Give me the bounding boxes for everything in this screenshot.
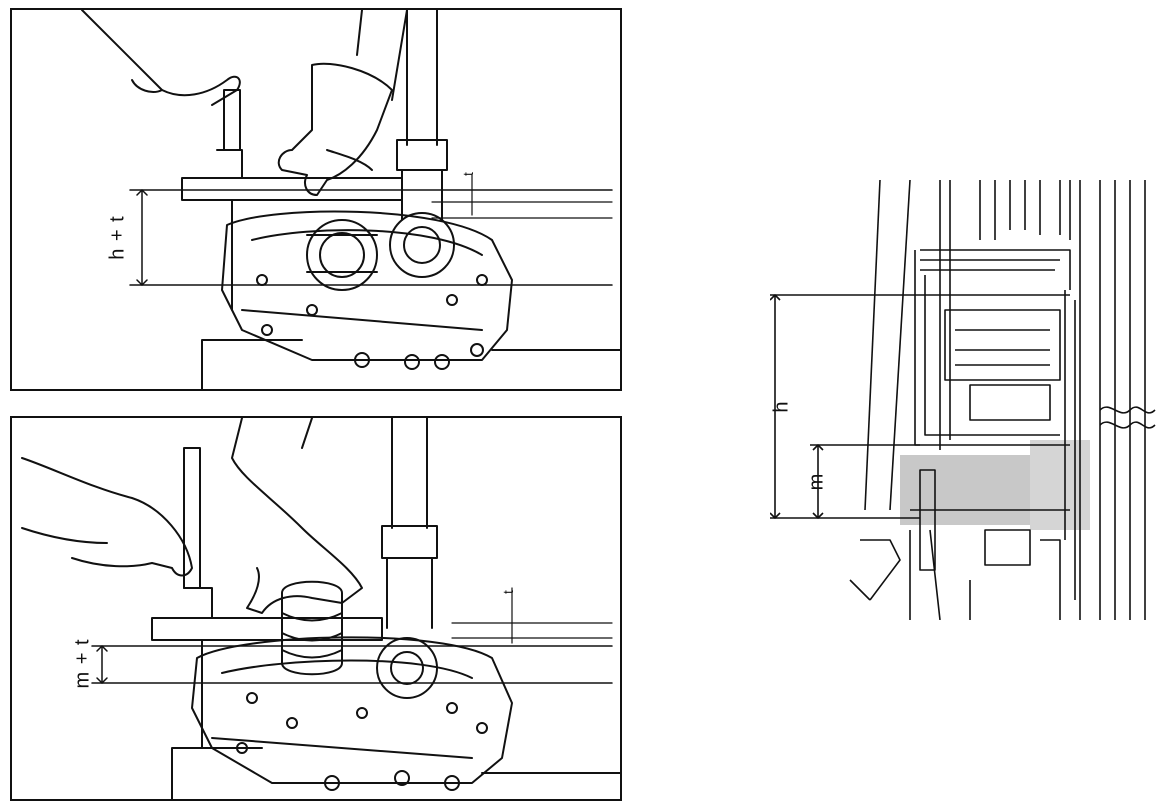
section-label-h: h (770, 400, 793, 413)
section-label-m: m (805, 472, 828, 491)
top-panel-drawing (81, 10, 620, 389)
cross-section-drawing (770, 180, 1156, 620)
bottom-panel-drawing (21, 418, 620, 799)
illustration-panel-bottom: m + t t (10, 416, 622, 801)
illustration-panel-top: h + t t (10, 8, 622, 391)
cross-section-view: h m (770, 180, 1160, 620)
top-dimension-label: h + t (106, 215, 129, 260)
top-t-label: t (459, 172, 476, 176)
bottom-dimension-label: m + t (71, 638, 94, 689)
bottom-t-label: t (499, 590, 516, 594)
